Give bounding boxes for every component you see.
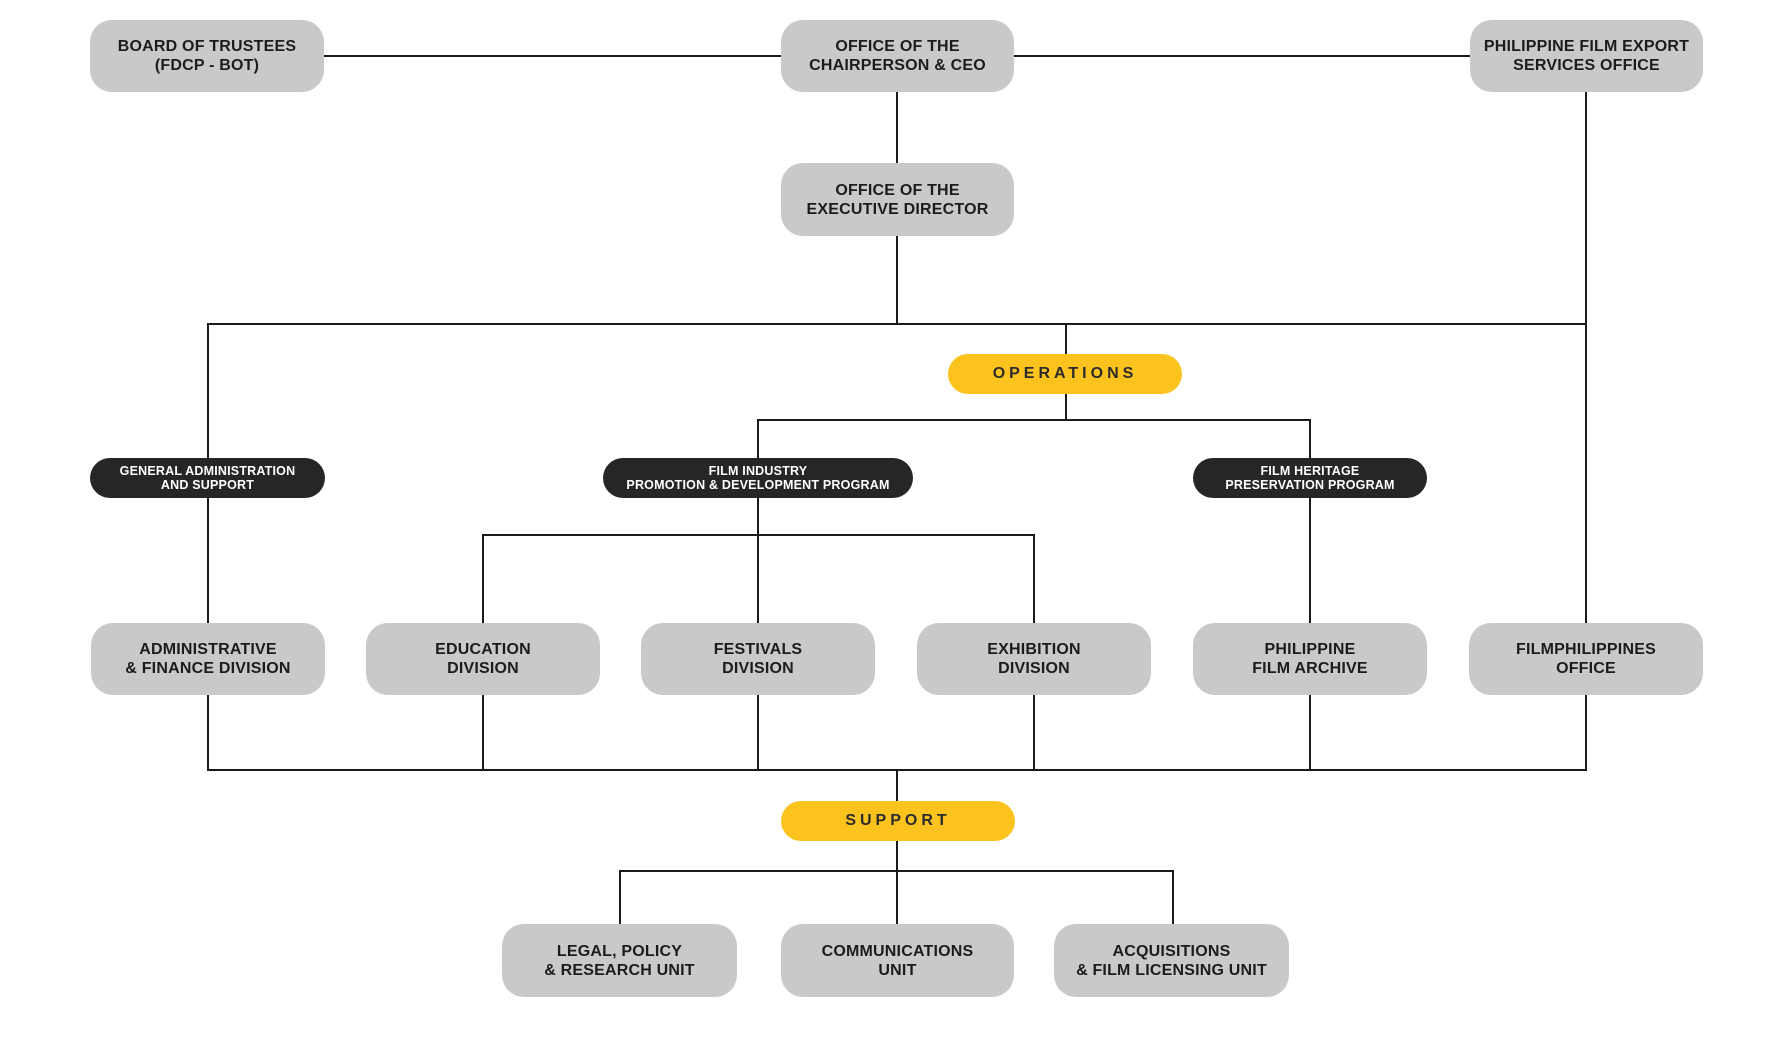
org-node-acquisitions-licensing: ACQUISITIONS & FILM LICENSING UNIT [1054, 924, 1289, 997]
org-node-film-heritage-program: FILM HERITAGE PRESERVATION PROGRAM [1193, 458, 1427, 498]
connector-line [1065, 323, 1067, 354]
node-label-line: FILM INDUSTRY [708, 464, 808, 478]
node-label-line: OPERATIONS [992, 365, 1138, 382]
connector-line [324, 55, 781, 57]
connector-line [207, 695, 209, 770]
connector-line [1309, 419, 1311, 623]
node-label-line: EXECUTIVE DIRECTOR [806, 200, 989, 218]
node-label-line: LEGAL, POLICY [556, 942, 683, 960]
node-label-line: & FILM LICENSING UNIT [1076, 961, 1267, 979]
connector-line [1065, 394, 1067, 420]
node-label-line: EDUCATION [435, 641, 531, 658]
node-label-line: BOARD OF TRUSTEES [117, 38, 297, 55]
connector-line [896, 769, 898, 801]
connector-line [1033, 534, 1035, 623]
node-label-line: FILM ARCHIVE [1252, 660, 1368, 677]
node-label-line: ADMINISTRATIVE [139, 641, 277, 658]
connector-line [1033, 695, 1035, 770]
org-node-film-industry-program: FILM INDUSTRY PROMOTION & DEVELOPMENT PR… [603, 458, 913, 498]
org-node-board-of-trustees: BOARD OF TRUSTEES (FDCP - BOT) [90, 20, 324, 92]
org-node-communications-unit: COMMUNICATIONS UNIT [781, 924, 1014, 997]
connector-line [757, 419, 759, 623]
node-label-line: & FINANCE DIVISION [125, 660, 291, 677]
node-label-line: FILM HERITAGE [1260, 464, 1360, 478]
org-node-festivals-division: FESTIVALS DIVISION [641, 623, 875, 695]
node-label-line: FESTIVALS [713, 641, 803, 658]
node-label-line: EXHIBITION [987, 641, 1081, 658]
node-label-line: (FDCP - BOT) [154, 57, 260, 74]
node-label-line: PHILIPPINE FILM EXPORT [1483, 38, 1690, 55]
org-node-exhibition-division: EXHIBITION DIVISION [917, 623, 1151, 695]
org-node-executive-director: OFFICE OF THE EXECUTIVE DIRECTOR [781, 163, 1014, 236]
connector-line [896, 839, 898, 871]
connector-line [482, 695, 484, 770]
org-node-education-division: EDUCATION DIVISION [366, 623, 600, 695]
connector-line [757, 419, 1311, 421]
node-label-line: ACQUISITIONS [1112, 942, 1231, 960]
org-node-general-administration: GENERAL ADMINISTRATION AND SUPPORT [90, 458, 325, 498]
connector-line [896, 870, 898, 924]
node-label-line: SUPPORT [845, 812, 951, 829]
org-node-filmphilippines-office: FILMPHILIPPINES OFFICE [1469, 623, 1703, 695]
connector-line [1014, 55, 1470, 57]
connector-line [482, 534, 484, 623]
connector-line [1585, 695, 1587, 770]
org-node-philippine-film-archive: PHILIPPINE FILM ARCHIVE [1193, 623, 1427, 695]
node-label-line: FILMPHILIPPINES [1516, 641, 1656, 658]
node-label-line: PROMOTION & DEVELOPMENT PROGRAM [626, 478, 890, 492]
connector-line [896, 236, 898, 324]
connector-line [757, 695, 759, 770]
node-label-line: UNIT [878, 961, 917, 979]
node-label-line: OFFICE OF THE [835, 181, 960, 199]
node-label-line: PRESERVATION PROGRAM [1225, 478, 1395, 492]
node-label-line: OFFICE OF THE [835, 38, 960, 55]
node-label-line: DIVISION [447, 660, 519, 677]
node-label-line: COMMUNICATIONS [821, 942, 974, 960]
node-label-line: DIVISION [722, 660, 794, 677]
node-label-line: DIVISION [998, 660, 1070, 677]
node-label-line: SERVICES OFFICE [1513, 57, 1660, 74]
org-node-admin-finance-division: ADMINISTRATIVE & FINANCE DIVISION [91, 623, 325, 695]
connector-line [619, 870, 621, 924]
org-node-chairperson-ceo: OFFICE OF THE CHAIRPERSON & CEO [781, 20, 1014, 92]
node-label-line: AND SUPPORT [160, 478, 255, 492]
node-label-line: CHAIRPERSON & CEO [809, 57, 986, 74]
org-node-support: SUPPORT [781, 801, 1015, 841]
node-label-line: GENERAL ADMINISTRATION [119, 464, 296, 478]
org-node-film-export-services: PHILIPPINE FILM EXPORT SERVICES OFFICE [1470, 20, 1703, 92]
node-label-line: OFFICE [1556, 660, 1616, 677]
connector-line [1585, 92, 1587, 623]
node-label-line: & RESEARCH UNIT [544, 961, 695, 979]
node-label-line: PHILIPPINE [1264, 641, 1356, 658]
connector-line [1309, 695, 1311, 770]
connector-line [207, 323, 1587, 325]
org-node-legal-policy-research: LEGAL, POLICY & RESEARCH UNIT [502, 924, 737, 997]
org-node-operations: OPERATIONS [948, 354, 1182, 394]
connector-line [896, 92, 898, 163]
connector-line [1172, 870, 1174, 924]
